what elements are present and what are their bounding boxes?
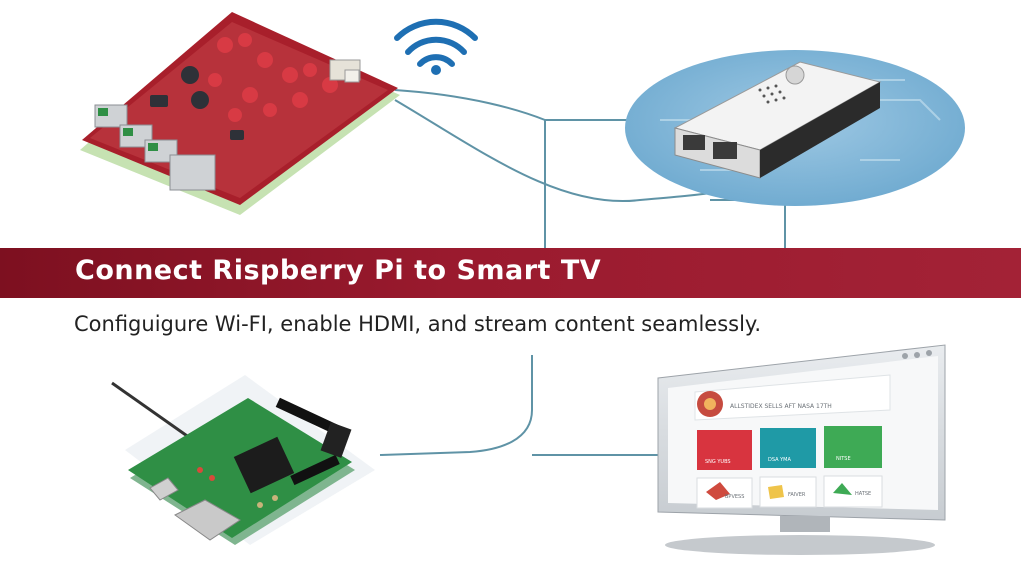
title-banner: [0, 248, 1021, 298]
tv-tile-caption: SNG YUBS: [705, 459, 731, 465]
red-circuit-board: [80, 12, 400, 215]
page-title: Connect Rispberry Pi to Smart TV: [75, 255, 602, 286]
green-circuit-board: [111, 375, 375, 545]
tv-tile-caption: NITSE: [836, 456, 851, 462]
tv-tile-caption: FAIVER: [788, 492, 806, 498]
streaming-box-panel: [625, 50, 965, 206]
page-subtitle: Configuigure Wi-FI, enable HDMI, and str…: [74, 312, 762, 336]
tv-tile-caption: DSA YMA: [768, 457, 791, 463]
tv-tile-caption: HATSE: [855, 491, 871, 497]
connector-lines: [379, 89, 801, 456]
wifi-icon: [394, 18, 478, 75]
tv-header-text: ALLSTIDEX SELLS AFT NASA 17TH: [730, 403, 832, 410]
smart-tv: [657, 344, 946, 555]
tv-tile-caption: BPVESS: [725, 494, 744, 500]
